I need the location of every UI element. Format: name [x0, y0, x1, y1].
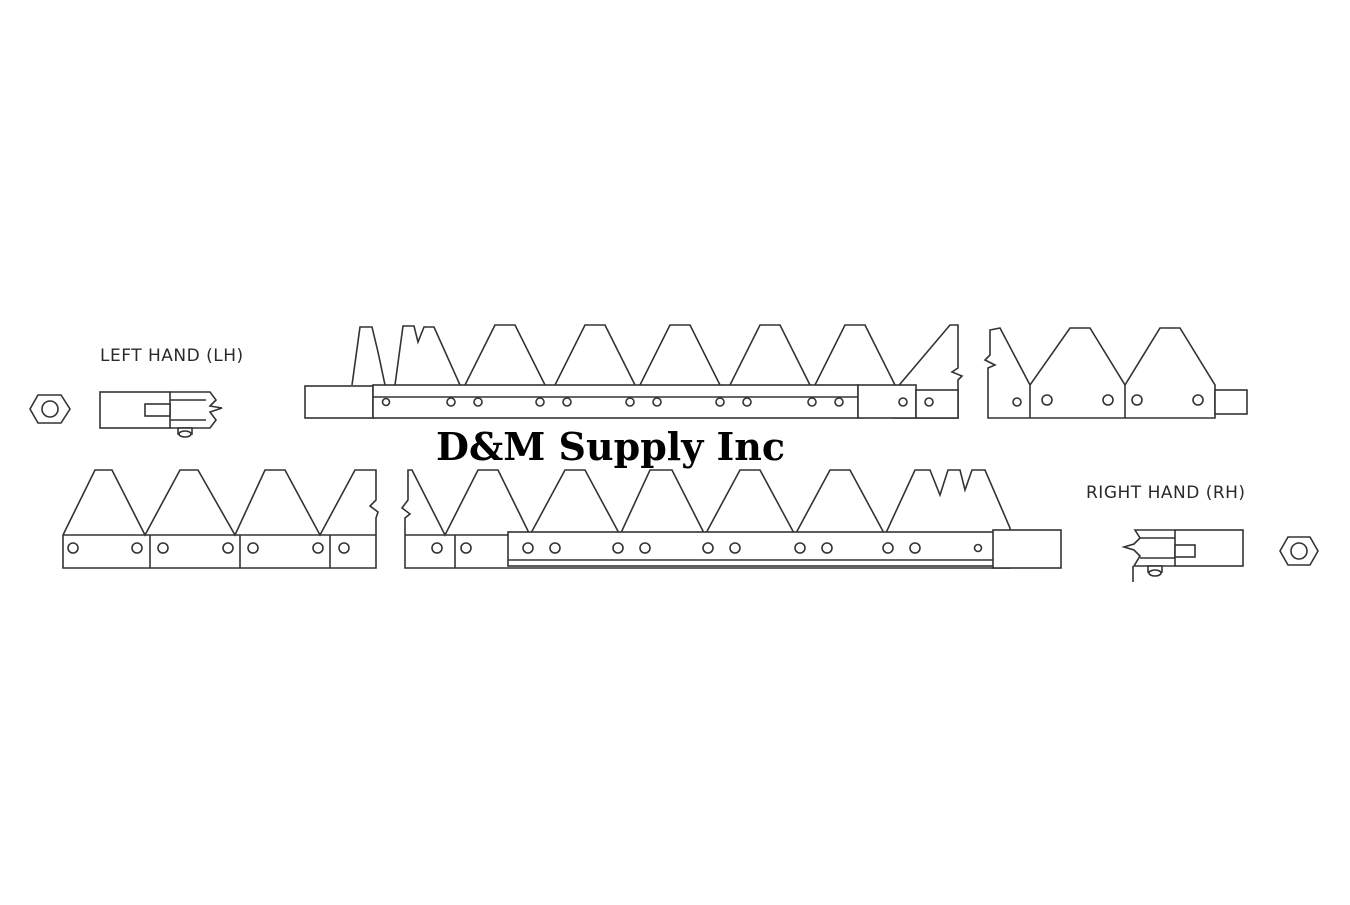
left-hex-nut-hole	[41, 400, 59, 418]
watermark-text: D&M Supply Inc	[436, 424, 786, 469]
top-knife-rivets	[381, 397, 934, 407]
top-right-sections	[983, 327, 1248, 419]
left-hand-head-detail	[99, 391, 223, 438]
right-hex-nut-hole	[1290, 542, 1308, 560]
right-hand-label: RIGHT HAND (RH)	[1086, 483, 1246, 503]
bottom-left-sections	[62, 469, 379, 569]
top-knife-back-bar	[372, 384, 859, 419]
left-hand-label: LEFT HAND (LH)	[100, 346, 244, 366]
top-knife-head	[304, 385, 374, 419]
top-knife-sections	[351, 324, 896, 390]
bottom-knife	[400, 469, 1062, 569]
right-hand-head-detail	[1121, 529, 1244, 582]
